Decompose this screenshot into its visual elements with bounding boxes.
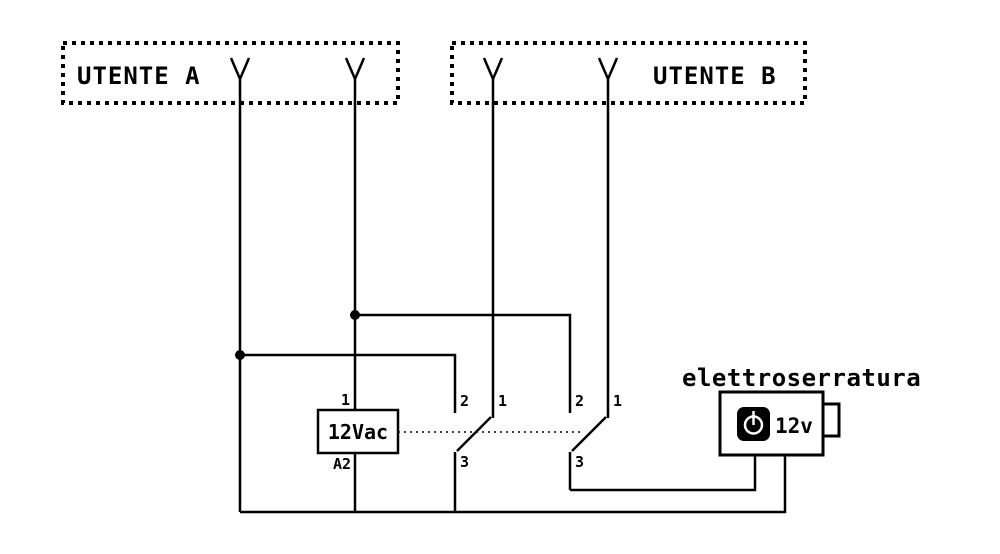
contact1-terminal3-label: 3 bbox=[460, 453, 469, 471]
utente-a-label: UTENTE A bbox=[77, 62, 201, 90]
contact2-terminal2-label: 2 bbox=[575, 392, 584, 410]
utente-b-station: UTENTE B bbox=[450, 41, 807, 105]
electric-lock-voltage-label: 12v bbox=[775, 414, 813, 438]
contact2-blade bbox=[571, 416, 607, 452]
electric-lock-title: elettroserratura bbox=[682, 364, 921, 392]
contact2-terminal3-label: 3 bbox=[575, 453, 584, 471]
utente-a-terminal1-arrow-icon bbox=[229, 57, 251, 80]
utente-b-terminal1-arrow-icon bbox=[482, 57, 504, 80]
wire-bottom-return-to-lock bbox=[240, 455, 787, 514]
electric-lock: elettroserratura 12v bbox=[682, 364, 921, 457]
contact1-terminal2-label: 2 bbox=[460, 392, 469, 410]
wire-contact2-to-lock bbox=[570, 455, 757, 492]
utente-b-terminal2-arrow-icon bbox=[597, 57, 619, 80]
coil-terminal-top-label: 1 bbox=[341, 391, 350, 409]
utente-a-terminal2-arrow-icon bbox=[344, 57, 366, 80]
electric-lock-tab bbox=[823, 402, 841, 438]
relay-coil-label: 12Vac bbox=[328, 420, 388, 444]
relay-coil: 12Vac 1 A2 bbox=[316, 391, 400, 512]
utente-a-box bbox=[61, 41, 400, 105]
wire-branch-to-contact2 bbox=[355, 313, 572, 413]
utente-b-box bbox=[450, 41, 807, 105]
utente-a-station: UTENTE A bbox=[61, 41, 400, 105]
utente-b-label: UTENTE B bbox=[653, 62, 777, 90]
contact2-terminal1-label: 1 bbox=[613, 392, 622, 410]
relay-contact-2: 2 1 3 bbox=[568, 392, 622, 490]
relay-contact-1: 2 1 3 bbox=[453, 392, 507, 512]
electric-lock-box bbox=[718, 390, 825, 457]
wire-branch-to-contact1 bbox=[240, 353, 457, 413]
coil-terminal-bottom-label: A2 bbox=[333, 455, 351, 473]
contact1-blade bbox=[456, 416, 492, 452]
contact1-terminal1-label: 1 bbox=[498, 392, 507, 410]
